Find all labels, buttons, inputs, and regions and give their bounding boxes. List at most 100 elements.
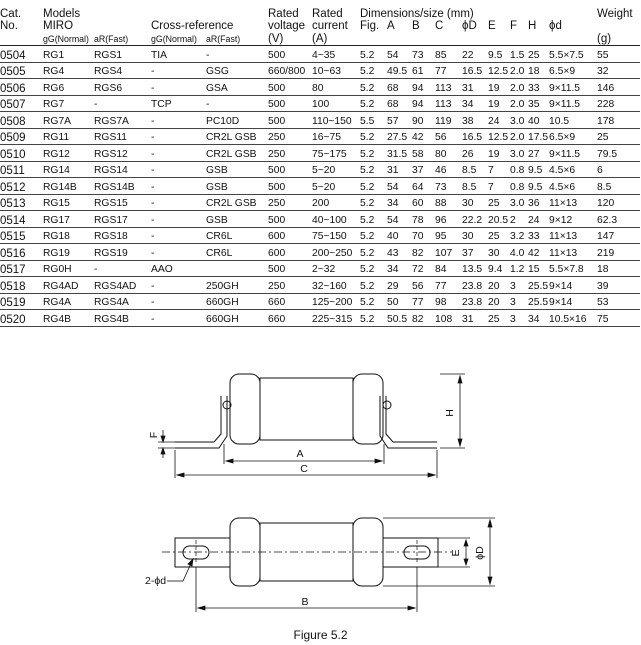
cell-xref-gg: - bbox=[151, 276, 206, 294]
cell-c: 80 bbox=[435, 144, 462, 162]
cat-header: Cat. bbox=[0, 8, 22, 20]
dim-label-e: E bbox=[450, 549, 462, 556]
cell-cat: 0518 bbox=[0, 276, 43, 294]
cell-f: 0.8 bbox=[510, 161, 528, 178]
cell-weight: 147 bbox=[597, 227, 640, 244]
cell-cat: 0509 bbox=[0, 128, 43, 145]
cell-fig: 5.5 bbox=[360, 111, 387, 129]
fuse-spec-table: Cat. Models Rated Rated Dimensions/size … bbox=[0, 8, 640, 327]
cell-phid: 11×13 bbox=[549, 227, 597, 244]
cell-miro-ar: RGS4AD bbox=[94, 276, 151, 294]
cell-a: 49.5 bbox=[387, 62, 412, 79]
current-header: current bbox=[312, 20, 348, 32]
cell-e: 19 bbox=[488, 144, 510, 162]
cell-voltage: 250 bbox=[268, 276, 312, 294]
cell-xref-gg: - bbox=[151, 194, 206, 211]
dim-label-b: B bbox=[301, 596, 308, 608]
cell-voltage: 500 bbox=[268, 210, 312, 228]
cell-weight: 219 bbox=[597, 243, 640, 261]
cell-weight: 62.3 bbox=[597, 210, 640, 228]
cell-xref-ar: GSB bbox=[206, 210, 268, 228]
cell-cat: 0517 bbox=[0, 260, 43, 277]
cell-d: 30 bbox=[462, 227, 488, 244]
dimensions-header: Dimensions/size (mm) bbox=[360, 8, 474, 20]
cell-e: 25 bbox=[488, 309, 510, 327]
cell-miro-ar: RGS12 bbox=[94, 144, 151, 162]
cell-xref-ar: PC10D bbox=[206, 111, 268, 129]
cell-xref-ar: 250GH bbox=[206, 276, 268, 294]
cell-weight: 39 bbox=[597, 276, 640, 294]
cell-c: 108 bbox=[435, 309, 462, 327]
cell-xref-gg: - bbox=[151, 177, 206, 195]
cell-weight: 55 bbox=[597, 45, 640, 63]
cell-b: 77 bbox=[412, 293, 435, 310]
cell-e: 19 bbox=[488, 78, 510, 96]
cell-xref-gg: TCP bbox=[151, 95, 206, 112]
cell-f: 3.0 bbox=[510, 144, 528, 162]
cell-d: 8.5 bbox=[462, 161, 488, 178]
header-row-2: No. MIRO Cross-reference voltage current… bbox=[0, 20, 640, 32]
cell-current: 4~35 bbox=[312, 45, 360, 63]
cell-cat: 0516 bbox=[0, 243, 43, 261]
cell-phid: 4.5×6 bbox=[549, 177, 597, 195]
cell-phid: 9×14 bbox=[549, 276, 597, 294]
cell-xref-gg: - bbox=[151, 78, 206, 96]
cell-c: 73 bbox=[435, 177, 462, 195]
cell-a: 31.5 bbox=[387, 144, 412, 162]
cell-e: 7 bbox=[488, 177, 510, 195]
cell-h: 40 bbox=[528, 111, 549, 129]
cell-voltage: 500 bbox=[268, 78, 312, 96]
cell-miro-ar: RGS11 bbox=[94, 128, 151, 145]
cell-c: 77 bbox=[435, 62, 462, 79]
cell-weight: 146 bbox=[597, 78, 640, 96]
cell-xref-ar: GSA bbox=[206, 78, 268, 96]
dim-e-header: E bbox=[488, 20, 496, 32]
cell-fig: 5.2 bbox=[360, 276, 387, 294]
cell-miro-gg: RG4A bbox=[43, 293, 94, 310]
cell-xref-ar: 660GH bbox=[206, 309, 268, 327]
cell-e: 20 bbox=[488, 293, 510, 310]
cell-current: 16~75 bbox=[312, 128, 360, 145]
cell-d: 37 bbox=[462, 243, 488, 261]
cell-f: 2.0 bbox=[510, 62, 528, 79]
cell-xref-ar: GSB bbox=[206, 161, 268, 178]
cell-c: 77 bbox=[435, 276, 462, 294]
cell-fig: 5.2 bbox=[360, 210, 387, 228]
fuse-body bbox=[259, 377, 354, 441]
cell-h: 34 bbox=[528, 309, 549, 327]
left-blade bbox=[175, 396, 222, 443]
cell-e: 20 bbox=[488, 276, 510, 294]
cell-weight: 6 bbox=[597, 161, 640, 178]
cell-d: 31 bbox=[462, 78, 488, 96]
xref-ar-header: aR(Fast) bbox=[206, 32, 268, 46]
cell-d: 16.5 bbox=[462, 128, 488, 145]
dim-label-holes: 2-ϕd bbox=[145, 575, 166, 587]
cell-miro-gg: RG17 bbox=[43, 210, 94, 228]
cell-f: 0.8 bbox=[510, 177, 528, 195]
dim-d-header: ϕD bbox=[462, 20, 477, 32]
cell-miro-gg: RG7 bbox=[43, 95, 94, 112]
cell-phid: 6.5×9 bbox=[549, 128, 597, 145]
cell-e: 7 bbox=[488, 161, 510, 178]
cell-miro-ar: RGS14 bbox=[94, 161, 151, 178]
cell-current: 200 bbox=[312, 194, 360, 211]
dim-label-h: H bbox=[444, 409, 456, 417]
cell-miro-ar: RGS7A bbox=[94, 111, 151, 129]
cell-miro-gg: RG0H bbox=[43, 260, 94, 277]
cell-h: 27 bbox=[528, 144, 549, 162]
cell-miro-gg: RG14 bbox=[43, 161, 94, 178]
cell-h: 33 bbox=[528, 227, 549, 244]
cell-weight: 120 bbox=[597, 194, 640, 211]
cell-cat: 0510 bbox=[0, 144, 43, 162]
cell-e: 25 bbox=[488, 227, 510, 244]
cell-f: 2 bbox=[510, 210, 528, 228]
cell-h: 33 bbox=[528, 78, 549, 96]
cell-phid: 9×12 bbox=[549, 210, 597, 228]
cell-voltage: 660/800 bbox=[268, 62, 312, 79]
cell-phid: 5.5×7.8 bbox=[549, 260, 597, 277]
